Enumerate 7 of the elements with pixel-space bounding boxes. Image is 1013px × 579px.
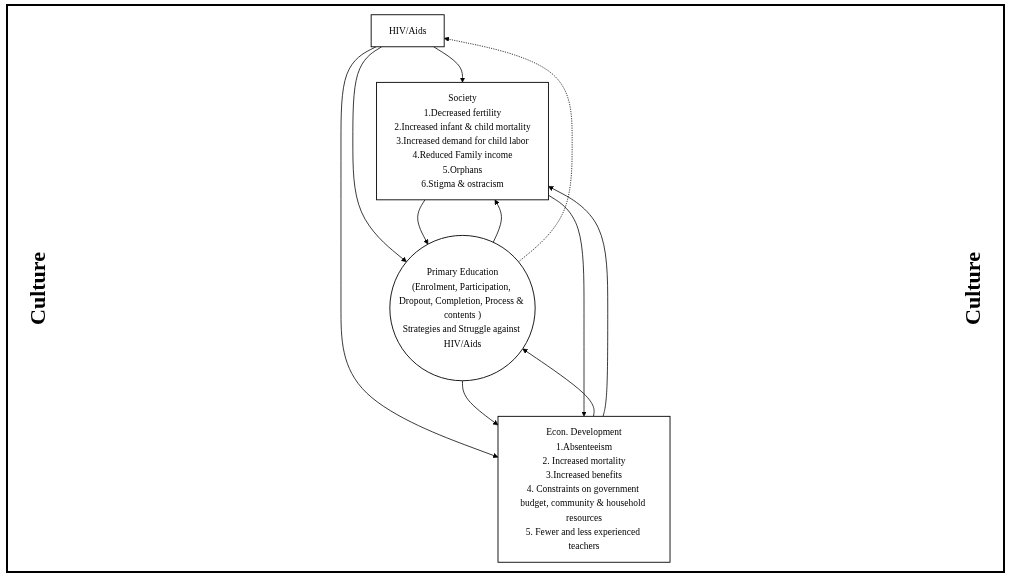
node-box (370, 14, 445, 48)
node-box (497, 415, 671, 563)
side-label: Culture (25, 252, 51, 325)
side-label: Culture (960, 252, 986, 325)
node-box (376, 81, 549, 201)
diagram-frame: Culture Culture HIV/Aids Society 1.Decreased fertility 2.Increased infant & child mortality 3.Increased demand for child labor 4.Reduced Family income 5.Orphans 6.Stigma & ostracism Primary Education (Enrolment, Participation, Dropout, Completion, Process & contents ) Strategies and Struggle against HIV/Aids Econ. Development 1.Absenteeism 2. Increased mortality 3.Increased benefits 4. Constraints on government budget, community & household resources 5. Fewer and less experienced teachers (6, 4, 1005, 573)
node-circle (389, 234, 536, 382)
